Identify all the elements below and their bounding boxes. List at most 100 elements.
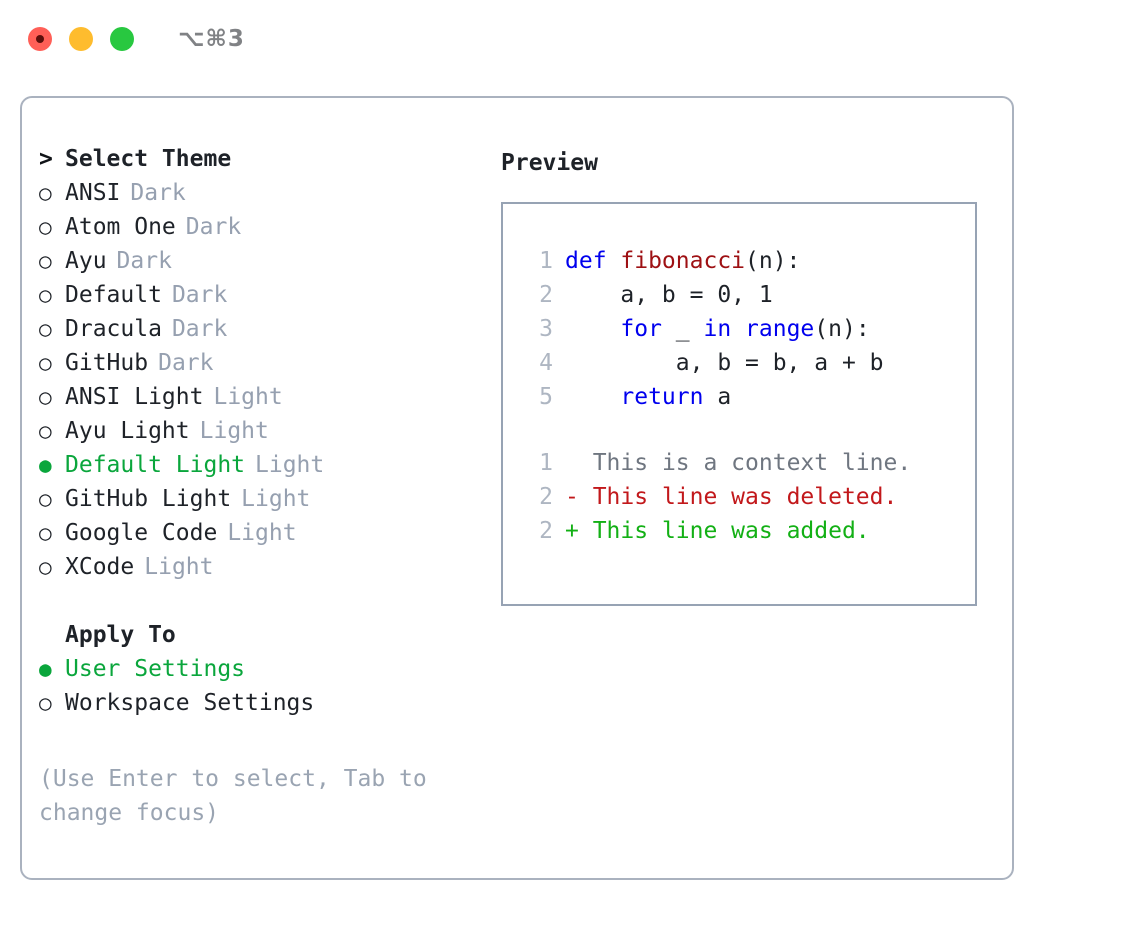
traffic-light-buttons [28,27,134,51]
diff-line-ctx: 1 This is a context line. [503,450,975,484]
theme-variant-tag: Dark [171,282,228,308]
code-line-text: a, b = b, a + b [565,350,884,376]
minimize-window-button[interactable] [69,27,93,51]
apply-to-option-workspace-settings[interactable]: ○ Workspace Settings [39,690,499,724]
theme-option-label: GitHub [65,350,149,376]
code-token-plain: _ [661,316,704,342]
code-line-number: 2 [539,282,553,308]
apply-to-option-label: Workspace Settings [65,690,315,716]
theme-option-label: Default [65,282,162,308]
apply-to-option-user-settings[interactable]: ●User Settings [39,656,499,690]
radio-unselected-icon: ○ [39,283,52,307]
close-window-button[interactable] [28,27,52,51]
code-token-kw: for [620,316,662,342]
theme-option-label: GitHub Light [65,486,232,512]
code-line-number: 5 [539,384,553,410]
title-bar: ⌥⌘3 [0,0,1140,78]
theme-variant-tag: Light [213,384,283,410]
theme-variant-tag: Light [255,452,325,478]
diff-sample: 1 This is a context line.2- This line wa… [503,450,975,552]
code-line: 4 a, b = b, a + b [503,350,975,384]
code-token-kw: def [565,248,621,274]
theme-variant-tag: Dark [171,316,228,342]
diff-line-number: 2 [539,484,553,510]
code-line-text: return a [565,384,731,410]
theme-option-github-light[interactable]: ○ GitHub Light Light [39,486,499,520]
caret-icon: > [39,146,53,172]
theme-variant-tag: Light [199,418,269,444]
code-line-number: 4 [539,350,553,376]
theme-variant-tag: Dark [130,180,186,206]
preview-title: Preview [501,150,598,176]
code-token-plain [565,384,620,410]
diff-sign [565,450,579,476]
theme-option-label: Default Light [65,452,246,478]
diff-line-number: 1 [539,450,553,476]
diff-line-number: 2 [539,518,553,544]
theme-option-ansi[interactable]: ○ ANSI Dark [39,180,499,214]
theme-option-default[interactable]: ○ Default Dark [39,282,499,316]
theme-option-label: ANSI Light [65,384,204,410]
theme-option-label: Dracula [65,316,162,342]
radio-unselected-icon: ○ [39,351,52,375]
radio-unselected-icon: ○ [39,181,52,205]
code-line-text: for _ in range(n): [565,316,870,342]
theme-option-default-light[interactable]: ● Default Light Light [39,452,499,486]
theme-variant-tag: Light [241,486,311,512]
theme-option-label: Atom One [65,214,176,240]
code-token-plain: a, b = b, a + b [565,350,884,376]
theme-variant-tag: Dark [116,248,172,274]
code-line: 5 return a [503,384,975,418]
theme-option-label: XCode [65,554,135,580]
keyboard-hint: (Use Enter to select, Tab to change focu… [39,766,441,826]
theme-option-github[interactable]: ○ GitHub Dark [39,350,499,384]
diff-line-del: 2- This line was deleted. [503,484,975,518]
code-token-kw: return [620,384,704,410]
diff-line-text: This line was deleted. [578,484,898,510]
theme-option-label: Ayu [65,248,107,274]
apply-to-header: Apply To [39,622,499,656]
radio-unselected-icon: ○ [39,215,52,239]
radio-unselected-icon: ○ [39,249,52,273]
code-token-plain: a, b = 0, 1 [565,282,773,308]
theme-option-label: Ayu Light [65,418,190,444]
theme-variant-tag: Light [144,554,214,580]
diff-line-add: 2+ This line was added. [503,518,975,552]
radio-unselected-icon: ○ [39,521,52,545]
apply-to-option-list: ●User Settings○ Workspace Settings [39,656,499,724]
code-line: 3 for _ in range(n): [503,316,975,350]
radio-unselected-icon: ○ [39,487,52,511]
code-token-plain: (n): [814,316,870,342]
code-line-number: 3 [539,316,553,342]
diff-line-text: This is a context line. [578,450,912,476]
radio-unselected-icon: ○ [39,691,52,715]
apply-to-option-label: User Settings [65,656,246,682]
theme-option-ayu[interactable]: ○ Ayu Dark [39,248,499,282]
list-spacer [39,588,499,622]
code-line-text: def fibonacci(n): [565,248,800,274]
code-token-kw: in [703,316,732,342]
window-title: ⌥⌘3 [178,26,245,52]
theme-variant-tag: Dark [158,350,214,376]
code-line-text: a, b = 0, 1 [565,282,773,308]
code-token-fn: fibonacci [620,248,746,274]
select-theme-header: > Select Theme [39,146,499,180]
theme-option-label: ANSI [65,180,121,206]
radio-selected-icon: ● [39,453,52,477]
apply-to-title: Apply To [65,622,176,648]
maximize-window-button[interactable] [110,27,134,51]
diff-line-text: This line was added. [578,518,870,544]
